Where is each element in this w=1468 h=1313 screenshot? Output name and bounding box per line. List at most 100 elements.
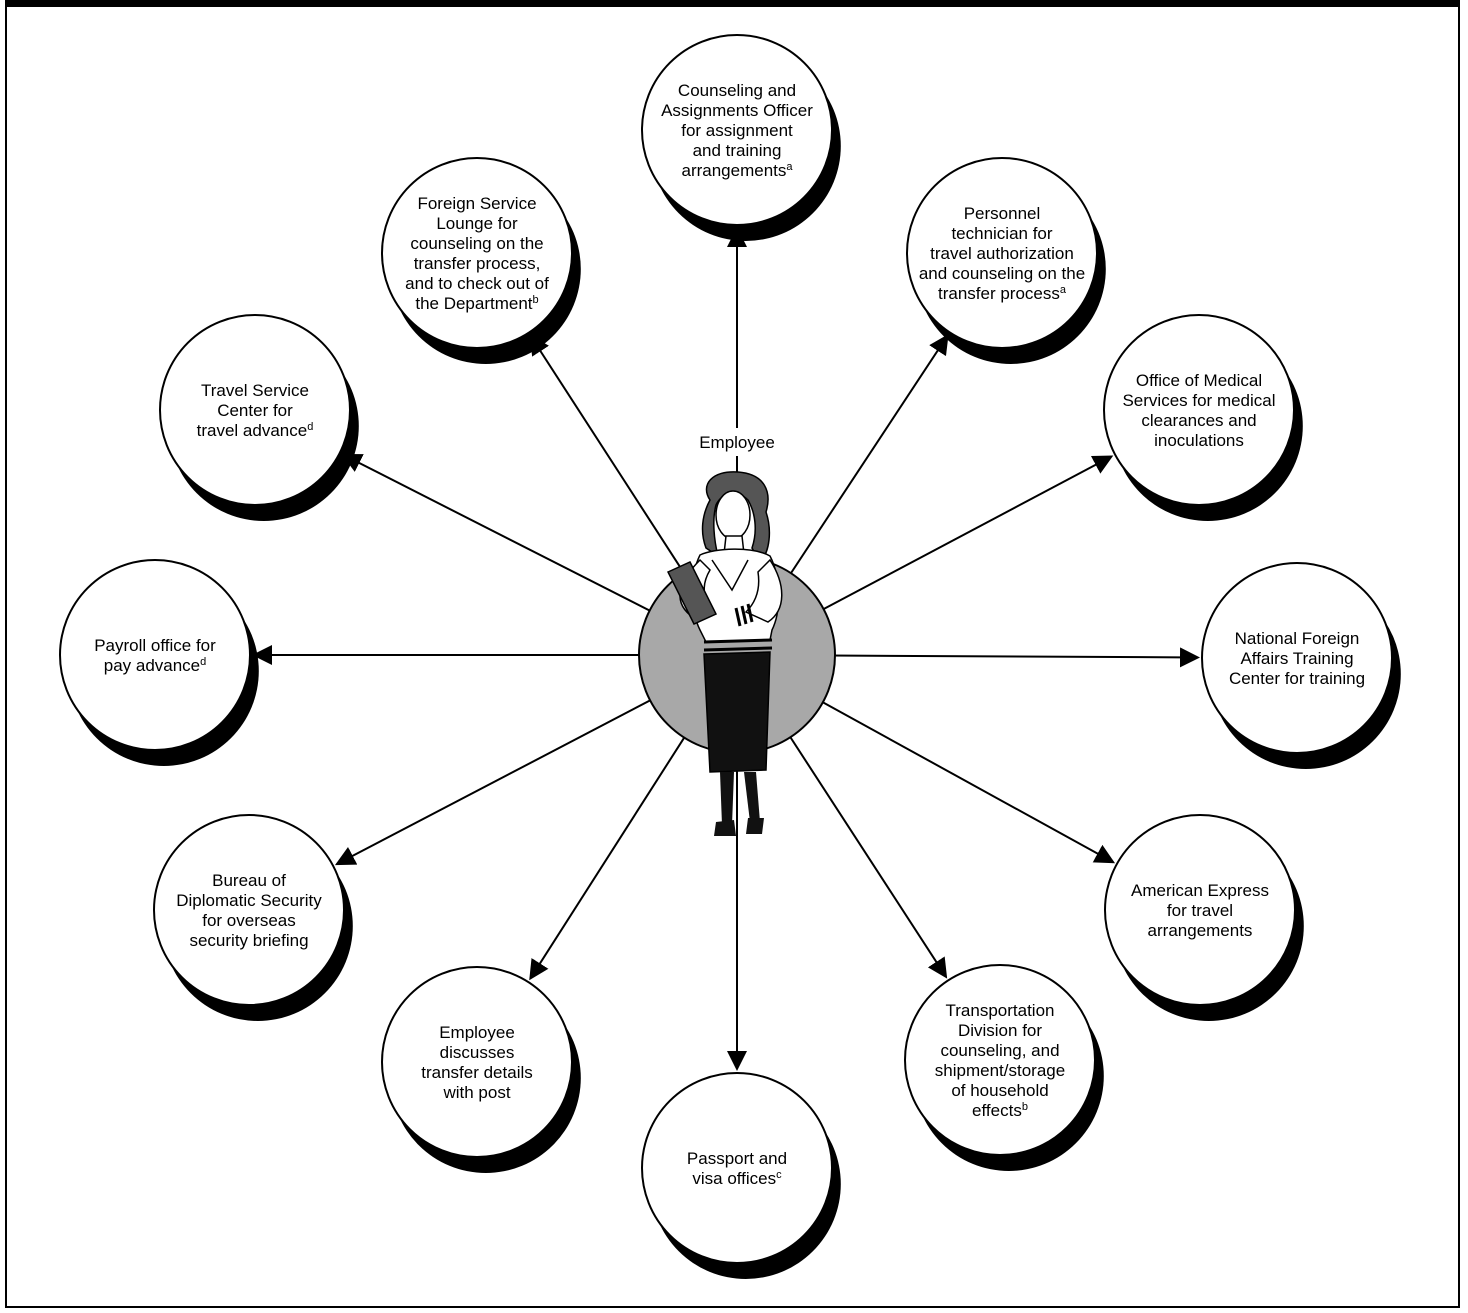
node-label-line: transfer process,	[414, 254, 541, 273]
node-label-line: Center for training	[1229, 669, 1365, 688]
top-rule	[5, 0, 1460, 5]
node-label-line: shipment/storage	[935, 1061, 1065, 1080]
arrow-medical	[800, 455, 1114, 623]
footnote-marker: d	[200, 656, 206, 668]
node-circle	[153, 814, 345, 1006]
node-label-line: Foreign Service	[417, 194, 536, 213]
footnote-marker: c	[776, 1169, 782, 1181]
node-label-line: Center for	[217, 401, 293, 420]
node-label-line: and to check out of	[405, 274, 549, 293]
footnote-marker: d	[307, 421, 313, 433]
node-label-line: Passport and	[687, 1149, 787, 1168]
node-label-line: of household	[951, 1081, 1048, 1100]
node-label-line: Lounge for	[436, 214, 518, 233]
node-label-line: Diplomatic Security	[176, 891, 322, 910]
footnote-marker: b	[533, 294, 539, 306]
node-label-line: and training	[693, 141, 782, 160]
arrow-transportation	[775, 714, 948, 979]
arrows-group	[252, 227, 1201, 1071]
node-label-line: Assignments Officer	[661, 101, 813, 120]
arrow-post	[529, 715, 700, 981]
node-label-line: Services for medical	[1122, 391, 1275, 410]
node-label-line: arrangements	[1148, 921, 1253, 940]
node-circle	[381, 157, 573, 349]
node-label-line: technician for	[951, 224, 1052, 243]
node-label-line: transfer process	[938, 284, 1060, 303]
node-label-line: travel authorization	[930, 244, 1074, 263]
node-label-line: the Department	[415, 294, 532, 313]
node-label-line: discusses	[440, 1043, 515, 1062]
footnote-marker: b	[1022, 1101, 1028, 1113]
node-circle	[906, 157, 1098, 349]
node-label-line: Transportation	[946, 1001, 1055, 1020]
node-circle	[381, 966, 573, 1158]
node-label-line: with post	[442, 1083, 510, 1102]
arrow-amex	[799, 688, 1116, 864]
center-label-backdrop	[690, 428, 784, 456]
node-label-line: for assignment	[681, 121, 793, 140]
node-label-line: transfer details	[421, 1063, 533, 1082]
footnote-marker: a	[1060, 284, 1067, 296]
node-label-line: Affairs Training	[1240, 649, 1353, 668]
arrow-travel-service	[341, 453, 674, 624]
figure-frame	[5, 5, 1460, 1308]
node-label-line: Division for	[958, 1021, 1042, 1040]
node-label-line: Bureau of	[212, 871, 286, 890]
node-label-line: Personnel	[964, 204, 1041, 223]
node-label-line: Travel Service	[201, 381, 309, 400]
node-label-line: and counseling on the	[919, 264, 1085, 283]
node-label-line: security briefing	[189, 931, 308, 950]
node-label-line: pay advance	[104, 656, 200, 675]
node-circle	[641, 1072, 833, 1264]
node-circle	[1104, 814, 1296, 1006]
node-label-line: Counseling and	[678, 81, 796, 100]
node-circle	[159, 314, 351, 506]
employee-figure	[666, 471, 783, 836]
arrow-security	[334, 687, 674, 866]
node-label-line: American Express	[1131, 881, 1269, 900]
node-circle	[59, 559, 251, 751]
arrow-fs-lounge	[529, 334, 699, 596]
node-circle	[1201, 562, 1393, 754]
node-label-line: counseling on the	[410, 234, 543, 253]
node-label-line: inoculations	[1154, 431, 1244, 450]
node-label-line: Office of Medical	[1136, 371, 1262, 390]
node-label-line: for overseas	[202, 911, 296, 930]
node-label-line: clearances and	[1141, 411, 1256, 430]
node-circle	[641, 34, 833, 226]
node-label-line: arrangements	[681, 161, 786, 180]
node-circle	[904, 964, 1096, 1156]
node-label-line: Payroll office for	[94, 636, 216, 655]
node-circle	[1103, 314, 1295, 506]
node-label-line: travel advance	[197, 421, 308, 440]
node-label-line: counseling, and	[940, 1041, 1059, 1060]
node-label-line: visa offices	[692, 1169, 776, 1188]
node-label-line: Employee	[439, 1023, 515, 1042]
center-label: Employee	[699, 433, 775, 452]
